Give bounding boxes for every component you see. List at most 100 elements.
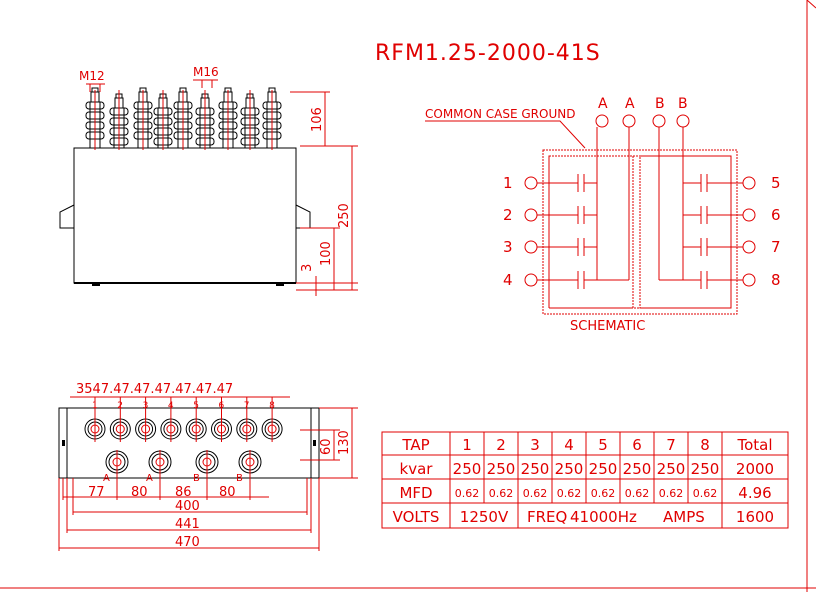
terminal: 5 — [185, 397, 207, 442]
tap-label-right: 7 — [771, 238, 781, 256]
bushing-label: B — [193, 473, 200, 484]
table-cell: 250 — [623, 460, 652, 478]
row-label-mfd: MFD — [399, 484, 432, 502]
mounting-ear-left — [59, 204, 75, 229]
side-view: M12 M16 106 250 100 3 — [59, 65, 358, 296]
terminal-circle — [676, 114, 690, 128]
bushing — [240, 90, 260, 150]
terminal-label-a2: A — [625, 96, 635, 112]
bushing — [109, 90, 129, 150]
tap-circle — [742, 176, 756, 190]
freq-label: FREQ — [527, 508, 567, 526]
dim-130: 130 — [337, 430, 352, 455]
bushing-label: B — [236, 473, 243, 484]
bushing-label: A — [103, 473, 110, 484]
terminal-circle — [622, 114, 636, 128]
dim-80a: 80 — [131, 485, 148, 500]
terminal-number: 1 — [92, 401, 98, 411]
table-cell: 0.62 — [625, 487, 650, 500]
terminal-number: 3 — [143, 401, 149, 411]
tap-circle — [742, 208, 756, 222]
top-terminals: 1 2 3 4 5 6 7 8 — [84, 397, 283, 442]
bushings — [85, 87, 282, 150]
row-label-volts: VOLTS — [393, 508, 440, 526]
bushing-top: A — [146, 450, 172, 500]
row-label-kvar: kvar — [400, 460, 434, 478]
table-cell: 0.62 — [489, 487, 514, 500]
case-body — [73, 147, 297, 284]
case-ground-box — [542, 149, 738, 315]
terminal-number: 8 — [269, 401, 275, 411]
table-header: TAP — [401, 436, 429, 454]
table-header: 6 — [632, 436, 642, 454]
m12-label: M12 — [79, 69, 105, 83]
dim-250: 250 — [337, 203, 352, 228]
bushing-label: A — [146, 473, 153, 484]
table-cell: 250 — [487, 460, 516, 478]
table-header: 4 — [564, 436, 574, 454]
bushing — [153, 90, 173, 150]
tap-circle — [742, 273, 756, 287]
tap-label-left: 3 — [503, 238, 513, 256]
tap-label-left: 2 — [503, 206, 513, 224]
table-header: 8 — [700, 436, 710, 454]
table-cell: 0.62 — [523, 487, 548, 500]
dim-3: 3 — [300, 264, 315, 272]
drawing-title: RFM1.25-2000-41S — [375, 41, 601, 66]
table-cell: 250 — [555, 460, 584, 478]
tap-circle — [524, 273, 538, 287]
bushing-top: B — [193, 450, 219, 500]
bushing — [262, 87, 282, 150]
terminal-number: 7 — [244, 401, 250, 411]
top-case-outline — [66, 407, 312, 479]
tap-label-right: 6 — [771, 206, 781, 224]
terminal-number: 4 — [168, 401, 174, 411]
terminal-label-b1: B — [655, 96, 665, 112]
table-cell: 0.62 — [659, 487, 684, 500]
bushing-top: A — [103, 450, 129, 500]
volts-value: 1250V — [460, 508, 509, 526]
dim-86: 86 — [175, 485, 192, 500]
tap-label-right: 8 — [771, 271, 781, 289]
table-cell: 250 — [691, 460, 720, 478]
table-header: 2 — [496, 436, 506, 454]
table-cell: 0.62 — [455, 487, 480, 500]
dim-100: 100 — [319, 241, 334, 266]
table-cell: 250 — [453, 460, 482, 478]
terminal: 4 — [160, 397, 182, 442]
bushing — [195, 90, 215, 150]
table-header: 3 — [530, 436, 540, 454]
terminal-spacing-label: 3547.47.47.47.47.47.47 — [76, 382, 233, 397]
bushing — [218, 87, 238, 150]
terminal: 2 — [109, 397, 131, 442]
table-header: 5 — [598, 436, 608, 454]
m16-label: M16 — [193, 65, 219, 79]
frame-line — [806, 0, 816, 9]
tap-circle — [742, 240, 756, 254]
table-cell: 250 — [657, 460, 686, 478]
dim-106: 106 — [310, 107, 325, 132]
tap-circle — [524, 240, 538, 254]
table-cell: 0.62 — [591, 487, 616, 500]
dim-470: 470 — [175, 535, 200, 550]
common-case-ground-label: COMMON CASE GROUND — [425, 107, 575, 121]
tap-circle — [524, 176, 538, 190]
amps-label: AMPS — [663, 508, 705, 526]
bushing — [85, 87, 105, 150]
schematic-label: SCHEMATIC — [570, 319, 645, 334]
tap-label-right: 5 — [771, 174, 781, 192]
dim-77: 77 — [88, 485, 105, 500]
freq-value: 41000Hz — [570, 508, 637, 526]
table-outline — [381, 431, 789, 529]
terminal: 6 — [211, 397, 232, 442]
terminal-circle — [652, 114, 666, 128]
table-cell-total: 4.96 — [738, 484, 771, 502]
terminal-number: 6 — [219, 401, 225, 411]
mounting-ear-right — [295, 204, 311, 229]
tap-label-left: 4 — [503, 271, 513, 289]
